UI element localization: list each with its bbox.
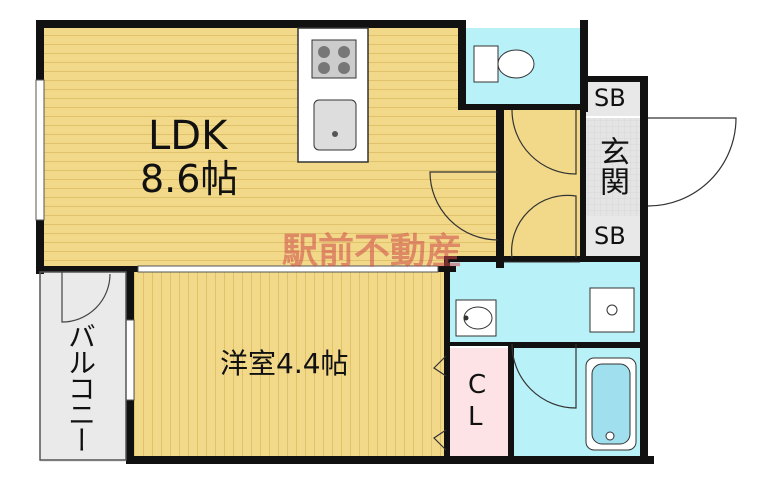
ldk-name: LDK <box>148 113 228 159</box>
washbasin <box>455 299 497 337</box>
ldk-floor <box>42 28 504 268</box>
kitchen-sink <box>313 99 357 151</box>
balcony-floor <box>40 272 128 462</box>
closet-floor <box>448 348 508 458</box>
storage-top-floor <box>584 80 640 116</box>
balcony-door-swing <box>61 272 111 323</box>
stove <box>311 39 357 79</box>
watermark: 駅前不動産 <box>282 231 463 272</box>
doors <box>429 109 737 451</box>
western-room-floor <box>132 272 444 458</box>
closet-l-label: L <box>468 402 483 432</box>
storage-bottom-label: SB <box>594 222 626 250</box>
bathtub <box>585 357 637 451</box>
storage-bottom-floor <box>584 216 640 256</box>
balcony-outline <box>39 271 127 461</box>
balcony-label: バルコニー <box>64 322 97 452</box>
toilet-fixture <box>473 45 535 83</box>
entrance-floor <box>584 118 640 216</box>
closet-c-label: C <box>468 370 487 400</box>
kitchen <box>297 27 369 163</box>
washing-machine-pan <box>589 287 635 333</box>
ldk-size: 8.6帖 <box>140 157 239 201</box>
western-room-label: 洋室4.4帖 <box>220 347 349 380</box>
entrance-label: 玄関 <box>594 136 629 196</box>
storage-top-label: SB <box>594 84 626 112</box>
